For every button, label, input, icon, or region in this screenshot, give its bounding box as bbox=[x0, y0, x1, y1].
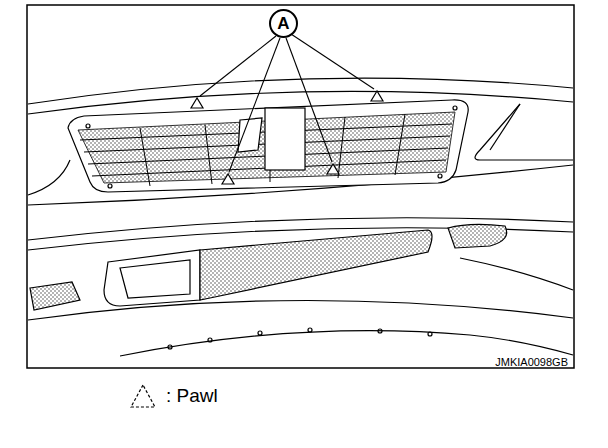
pawl-symbol bbox=[128, 382, 158, 410]
legend-text: : Pawl bbox=[166, 385, 218, 407]
callout-letter: A bbox=[277, 15, 289, 32]
callout-circle: A bbox=[269, 9, 298, 38]
figure-code: JMKIA0098GB bbox=[495, 356, 568, 368]
